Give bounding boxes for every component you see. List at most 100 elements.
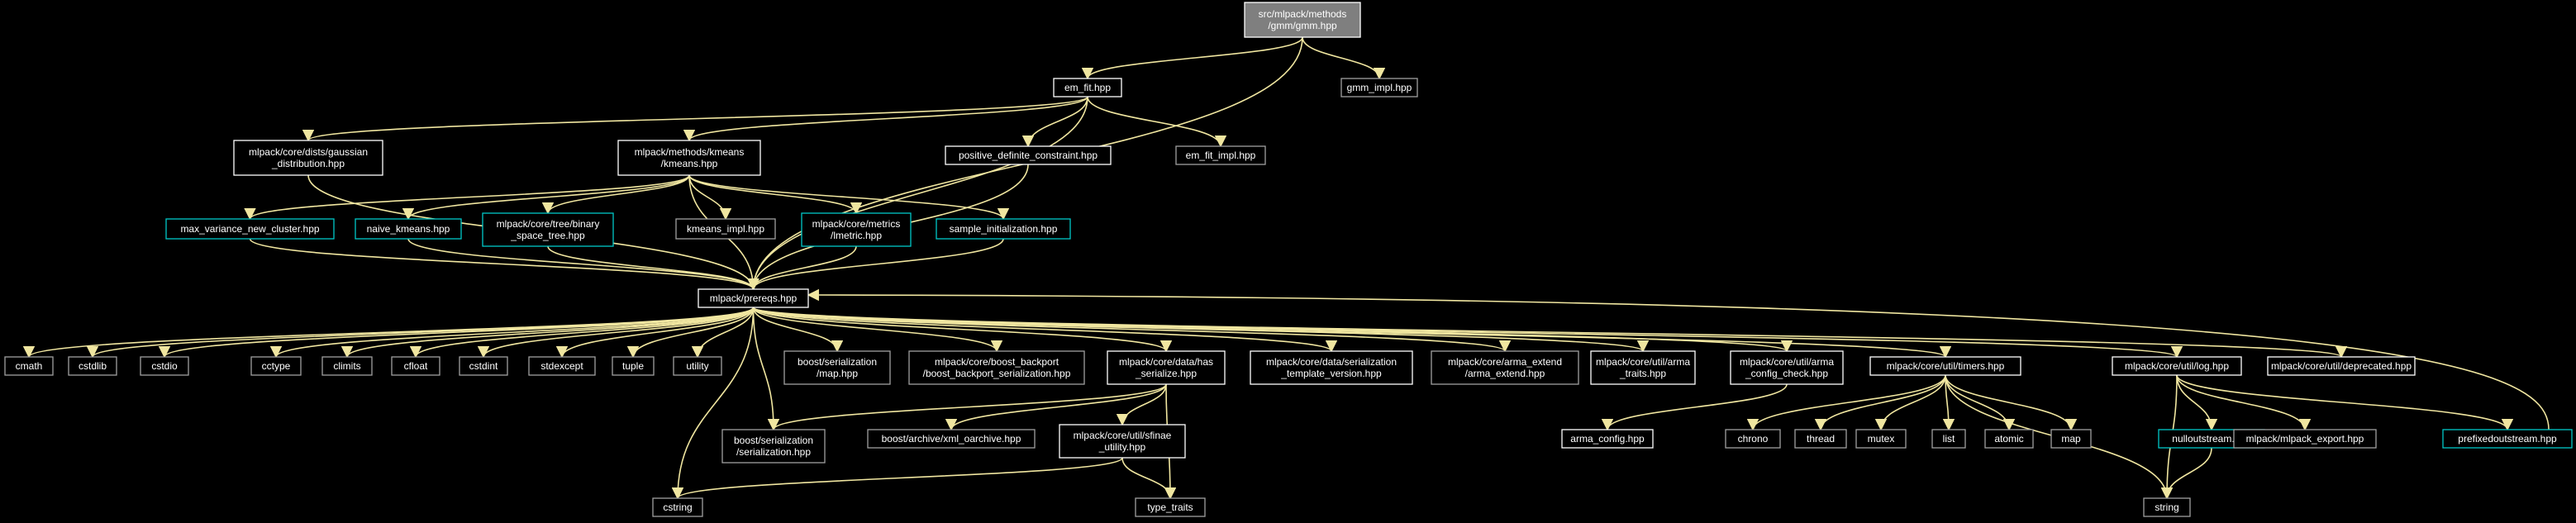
edge-has_ser-to-sfinae bbox=[1116, 383, 1167, 426]
node-xml: boost/archive/xml_oarchive.hpp bbox=[867, 429, 1036, 449]
edge-nullout-to-string bbox=[2160, 447, 2212, 500]
node-ser_tmpl[interactable]: mlpack/core/data/serialization_template_… bbox=[1250, 350, 1413, 385]
node-label: thread bbox=[1807, 433, 1835, 445]
node-label: /serialization.hpp bbox=[736, 446, 811, 458]
node-arma_ext: mlpack/core/arma_extend/arma_extend.hpp bbox=[1431, 350, 1579, 385]
node-arma_cfg[interactable]: arma_config.hpp bbox=[1561, 429, 1654, 449]
node-bmap: boost/serialization/map.hpp bbox=[783, 350, 891, 385]
node-label: naive_kmeans.hpp bbox=[367, 223, 450, 235]
node-prereqs[interactable]: mlpack/prereqs.hpp bbox=[698, 288, 809, 308]
node-arma_check[interactable]: mlpack/core/util/arma_config_check.hpp bbox=[1730, 350, 1844, 385]
node-bst[interactable]: mlpack/core/tree/binary_space_tree.hpp bbox=[482, 212, 614, 247]
node-box bbox=[1561, 429, 1654, 449]
node-box bbox=[1340, 78, 1418, 97]
node-arma_traits[interactable]: mlpack/core/util/arma_traits.hpp bbox=[1590, 350, 1696, 385]
node-box bbox=[783, 350, 891, 385]
node-box bbox=[233, 140, 383, 176]
node-box bbox=[482, 212, 614, 247]
edge-em_fit-to-kmeans bbox=[683, 96, 1088, 142]
node-posdef[interactable]: positive_definite_constraint.hpp bbox=[945, 145, 1112, 165]
node-gauss[interactable]: mlpack/core/dists/gaussian_distribution.… bbox=[233, 140, 383, 176]
edge-em_fit-to-posdef bbox=[1021, 96, 1088, 148]
node-label: atomic bbox=[1994, 433, 2023, 445]
node-gmm[interactable]: src/mlpack/methods/gmm/gmm.hpp bbox=[1244, 2, 1361, 38]
node-box bbox=[936, 218, 1071, 240]
node-label: boost/archive/xml_oarchive.hpp bbox=[882, 433, 1021, 445]
node-log[interactable]: mlpack/core/util/log.hpp bbox=[2112, 356, 2242, 376]
dependency-nodes: src/mlpack/methods/gmm/gmm.hpp em_fit.hpp… bbox=[4, 2, 2573, 517]
node-sample[interactable]: sample_initialization.hpp bbox=[936, 218, 1071, 240]
node-label: chrono bbox=[1738, 433, 1769, 445]
node-label: mlpack/prereqs.hpp bbox=[710, 292, 798, 304]
node-maxvar[interactable]: max_variance_new_cluster.hpp bbox=[165, 218, 335, 240]
node-prefixed[interactable]: prefixedoutstream.hpp bbox=[2442, 429, 2573, 449]
node-label: _serialize.hpp bbox=[1135, 368, 1197, 379]
node-box bbox=[1794, 429, 1847, 449]
edge-prereqs-to-utility bbox=[691, 307, 755, 359]
node-label: max_variance_new_cluster.hpp bbox=[180, 223, 319, 235]
node-label: src/mlpack/methods bbox=[1259, 8, 1347, 20]
node-lmetric[interactable]: mlpack/core/metrics/lmetric.hpp bbox=[801, 212, 912, 247]
node-label: kmeans_impl.hpp bbox=[687, 223, 764, 235]
node-box bbox=[1431, 350, 1579, 385]
node-map: map bbox=[2050, 429, 2092, 449]
node-label: mlpack/core/data/has bbox=[1119, 356, 1213, 368]
node-gmm_impl: gmm_impl.hpp bbox=[1340, 78, 1418, 97]
node-label: mlpack/core/metrics bbox=[812, 218, 901, 230]
node-label: string bbox=[2155, 502, 2178, 513]
node-label: cstring bbox=[663, 502, 692, 513]
edge-timers-to-list bbox=[1942, 374, 1955, 431]
node-label: mlpack/core/util/sfinae bbox=[1074, 430, 1172, 441]
edge-prereqs-to-arma_ext bbox=[752, 307, 1511, 353]
node-label: /lmetric.hpp bbox=[831, 230, 882, 241]
node-box bbox=[1869, 356, 2021, 376]
edge-sample-to-prereqs bbox=[747, 238, 1004, 291]
node-box bbox=[1590, 350, 1696, 385]
node-label: /arma_extend.hpp bbox=[1465, 368, 1545, 379]
node-box bbox=[1107, 350, 1226, 385]
edge-em_fit-to-em_fit_impl bbox=[1087, 96, 1227, 148]
node-timers[interactable]: mlpack/core/util/timers.hpp bbox=[1869, 356, 2021, 376]
node-box bbox=[867, 429, 1036, 449]
edge-prereqs-to-timers bbox=[752, 307, 1951, 359]
node-label: /map.hpp bbox=[817, 368, 858, 379]
node-cstdint: cstdint bbox=[459, 356, 508, 376]
node-label: positive_definite_constraint.hpp bbox=[959, 150, 1098, 161]
node-mutex: mutex bbox=[1855, 429, 1907, 449]
edge-prereqs-to-cmath bbox=[23, 307, 755, 359]
node-box bbox=[68, 356, 117, 376]
node-label: /kmeans.hpp bbox=[661, 158, 718, 169]
node-box bbox=[801, 212, 912, 247]
node-label: climits bbox=[333, 360, 360, 372]
node-box bbox=[250, 356, 302, 376]
node-box bbox=[945, 145, 1112, 165]
node-box bbox=[321, 356, 373, 376]
node-deprecated[interactable]: mlpack/core/util/deprecated.hpp bbox=[2267, 356, 2416, 376]
node-em_fit[interactable]: em_fit.hpp bbox=[1053, 78, 1122, 97]
node-label: cfloat bbox=[404, 360, 428, 372]
node-box bbox=[1730, 350, 1844, 385]
node-cstdio: cstdio bbox=[140, 356, 189, 376]
node-utility: utility bbox=[673, 356, 722, 376]
node-label: mlpack/mlpack_export.hpp bbox=[2246, 433, 2364, 445]
edge-em_fit-to-gauss bbox=[302, 96, 1088, 142]
node-label: _config_check.hpp bbox=[1745, 368, 1828, 379]
node-kmeans_impl: kmeans_impl.hpp bbox=[675, 218, 776, 240]
node-label: mlpack/core/boost_backport bbox=[935, 356, 1059, 368]
edge-prereqs-to-tuple bbox=[626, 307, 755, 359]
node-label: cstdint bbox=[469, 360, 498, 372]
node-label: tuple bbox=[622, 360, 644, 372]
node-naive[interactable]: naive_kmeans.hpp bbox=[355, 218, 462, 240]
node-label: em_fit_impl.hpp bbox=[1186, 150, 1256, 161]
edge-sfinae-to-cstring bbox=[672, 457, 1123, 500]
node-box bbox=[1855, 429, 1907, 449]
node-label: mlpack/core/util/log.hpp bbox=[2125, 360, 2229, 372]
node-sfinae[interactable]: mlpack/core/util/sfinae_utility.hpp bbox=[1059, 424, 1186, 459]
edge-kmeans-to-maxvar bbox=[244, 174, 690, 221]
node-label: arma_config.hpp bbox=[1570, 433, 1645, 445]
node-has_ser[interactable]: mlpack/core/data/has_serialize.hpp bbox=[1107, 350, 1226, 385]
edge-timers-to-map bbox=[1945, 374, 2078, 431]
node-kmeans[interactable]: mlpack/methods/kmeans/kmeans.hpp bbox=[617, 140, 761, 176]
edge-prefixed-to-prereqs bbox=[807, 288, 2550, 430]
node-label: mlpack/core/data/serialization bbox=[1266, 356, 1397, 368]
